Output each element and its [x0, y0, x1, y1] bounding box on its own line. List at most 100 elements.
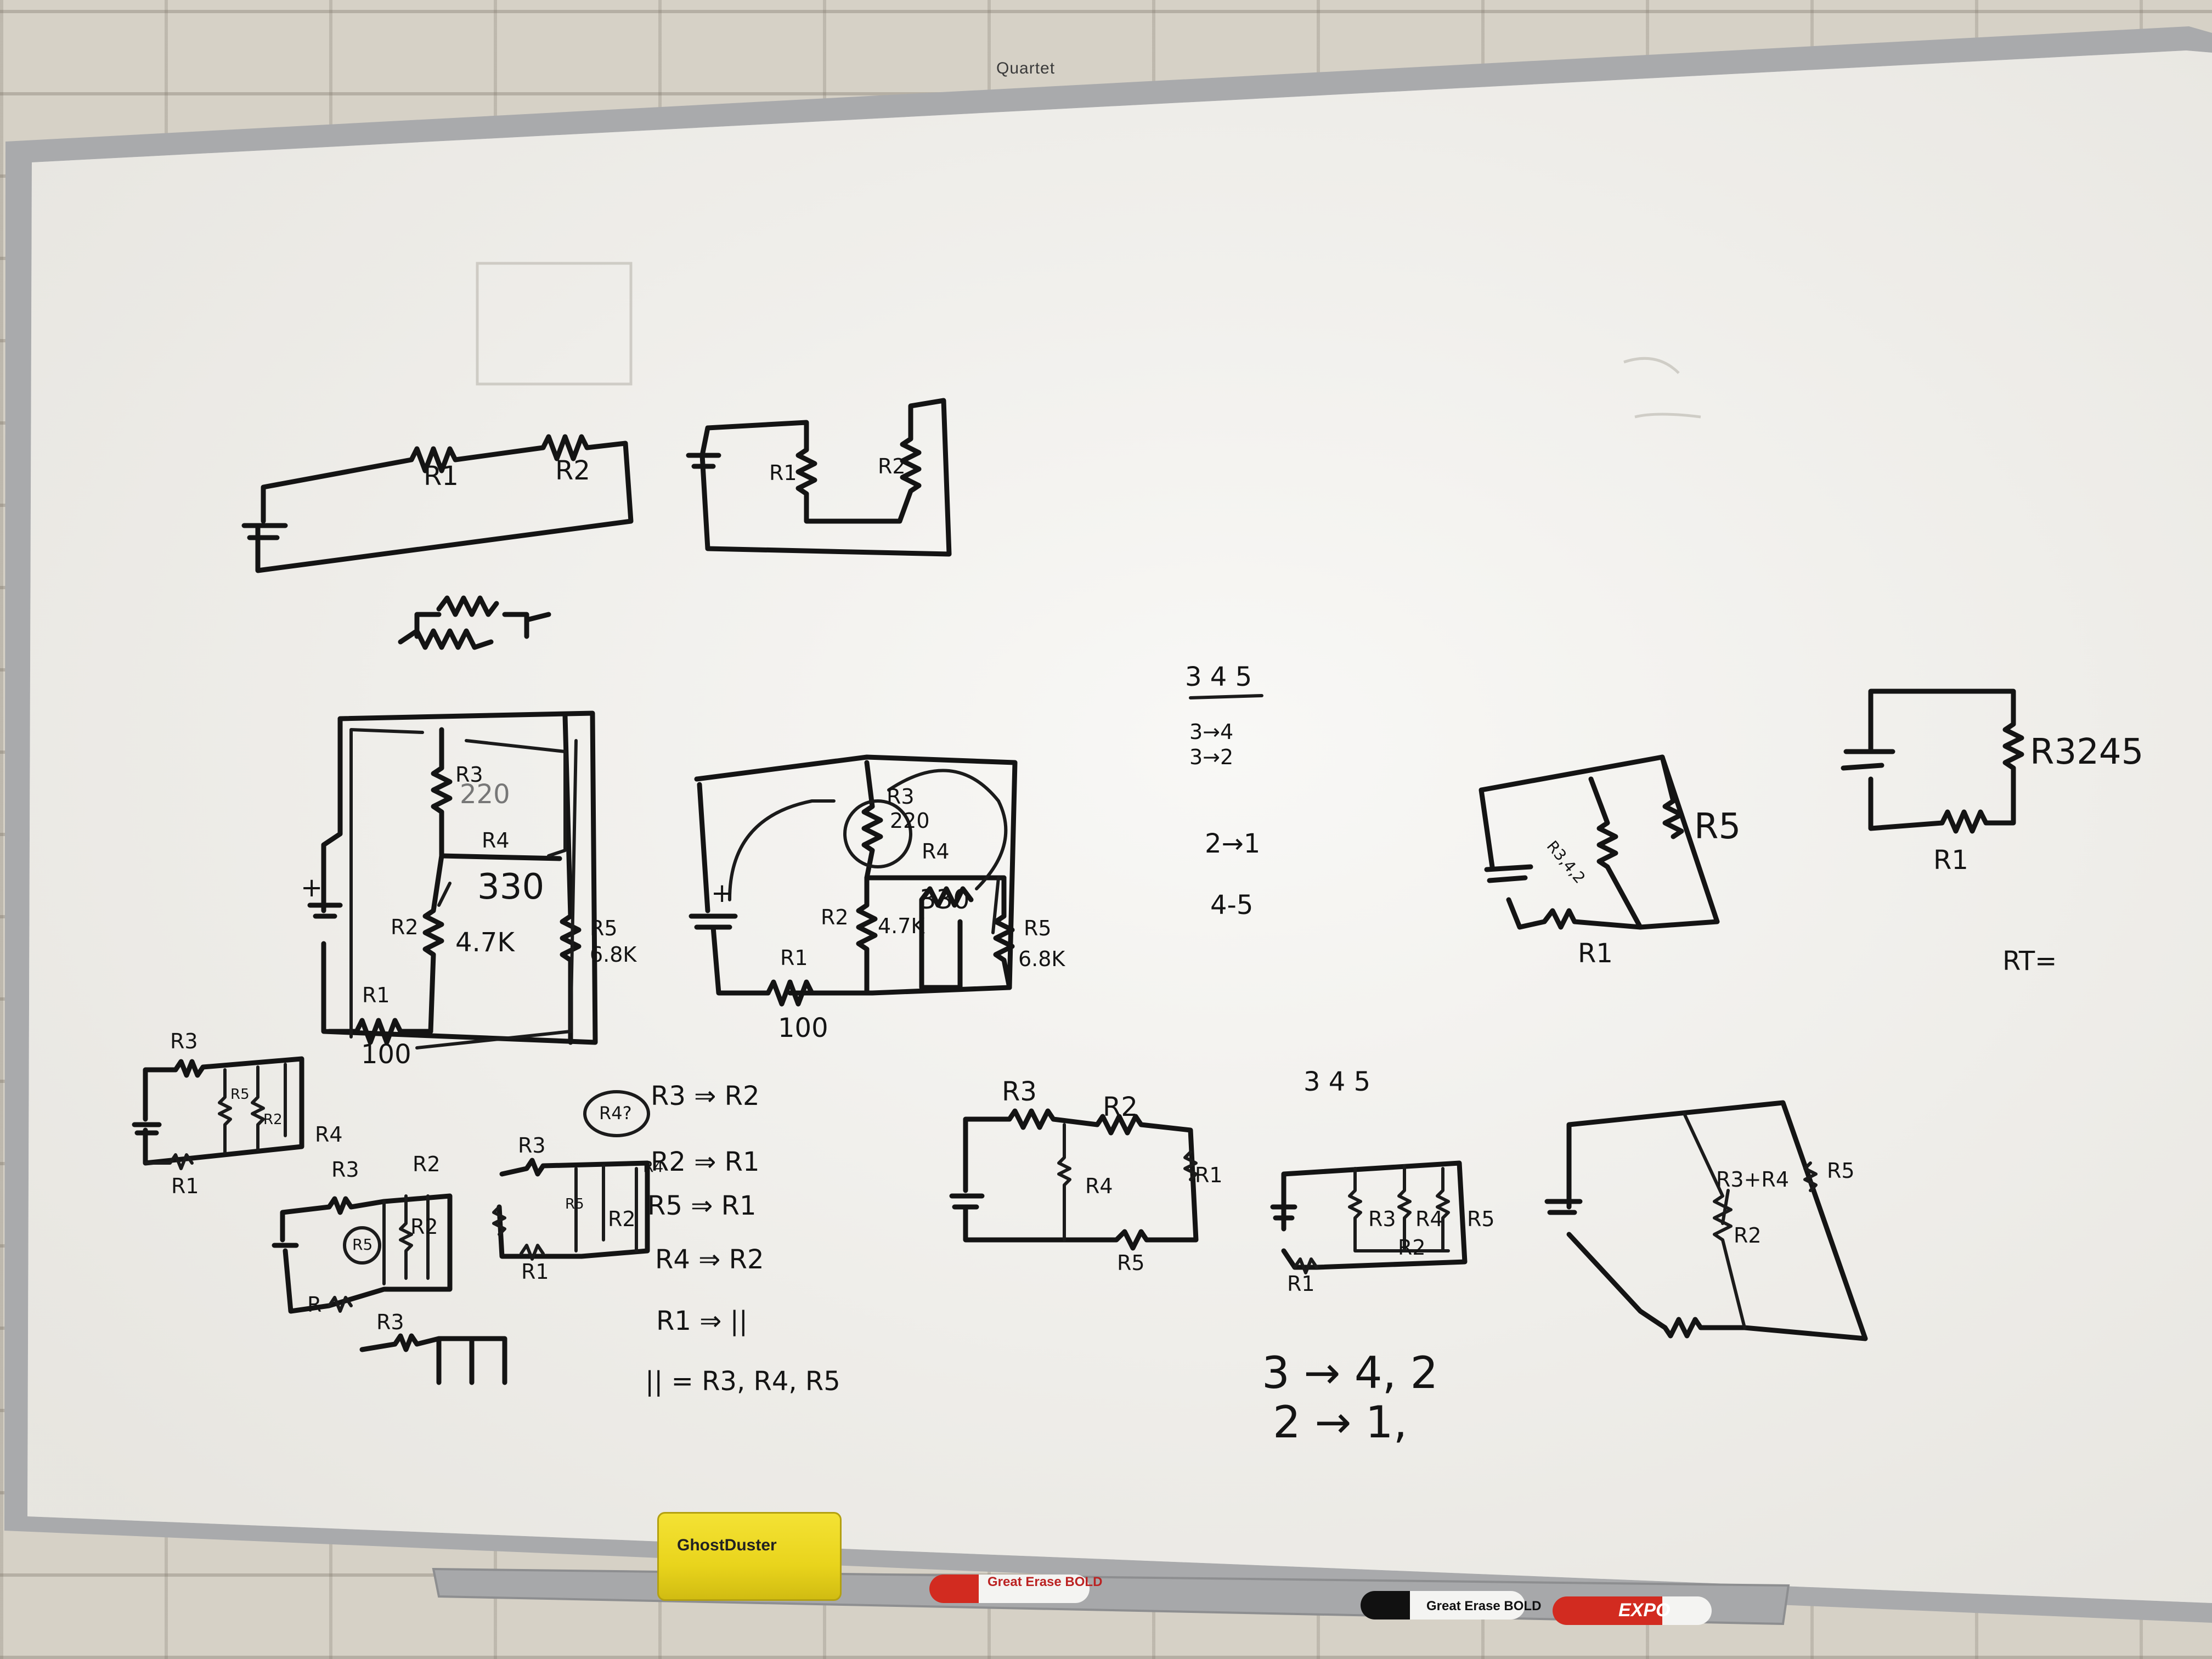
steps-line4: R4 ⇒ R2 [655, 1244, 764, 1275]
left-r3-value: 220 [460, 779, 510, 810]
series-r1-label: R1 [424, 461, 459, 492]
notes-bottom-line2: 2 → 1, [1273, 1397, 1408, 1448]
mid-r2-label: R2 [821, 905, 849, 929]
left-r5-value: 6.8K [590, 943, 637, 967]
left-r1-value: 100 [361, 1039, 411, 1070]
steps-line1: R3 ⇒ R2 [651, 1081, 760, 1111]
notes-bottom-line1: 3 → 4, 2 [1262, 1347, 1438, 1398]
main-mid-circuit [689, 754, 1018, 1007]
notes-bottom-head: 3 4 5 [1304, 1066, 1371, 1097]
left-plus-sign: + [301, 872, 323, 903]
steps-circle-text: R4? [599, 1103, 632, 1124]
notes-underline [1189, 694, 1263, 699]
mid-r5-label: R5 [1024, 916, 1052, 940]
bottommid-r5-label: R5 [1117, 1251, 1145, 1275]
smallB-r3-label: R3 [331, 1158, 359, 1182]
right-mid-circuit [1479, 754, 1720, 930]
steps-line2: R2 ⇒ R1 [651, 1147, 760, 1177]
mid-r5-value: 6.8K [1018, 947, 1065, 971]
rightfar-r1-label: R1 [1933, 845, 1968, 876]
br1-r4-label: R4 [1415, 1207, 1443, 1231]
brand-logo: Quartet [996, 59, 1056, 77]
small-circuit-d [359, 1333, 507, 1385]
small-circuit-a [132, 1056, 304, 1170]
bottom-right-circuit-2 [1544, 1100, 1868, 1341]
bottommid-r4-label: R4 [1085, 1174, 1113, 1198]
smallB-r-label: R [307, 1293, 322, 1317]
mid-plus-sign: + [711, 878, 733, 909]
series-r2-label: R2 [555, 455, 590, 486]
left-r4-label: R4 [482, 828, 510, 853]
rightfar-rt-label: RT= [2002, 946, 2057, 977]
topmid-r2-label: R2 [878, 454, 906, 478]
br1-r5-label: R5 [1467, 1207, 1495, 1231]
br2-r5-label: R5 [1827, 1159, 1855, 1183]
smallC-r4-label: R4 [643, 1158, 664, 1176]
smallB-r2b-label: R2 [410, 1215, 438, 1239]
rightmid-r1-label: R1 [1578, 938, 1613, 969]
series-circuit [241, 434, 634, 650]
left-r4-value: 330 [477, 867, 545, 907]
bottommid-r3-label: R3 [1002, 1076, 1037, 1107]
expo-marker-label: EXPO [1618, 1600, 1671, 1621]
notes-top-line2: 3→2 [1189, 745, 1234, 769]
rightmid-r5-label: R5 [1694, 806, 1741, 847]
smallA-r3-label: R3 [170, 1029, 198, 1053]
black-marker[interactable] [1361, 1591, 1525, 1620]
smallA-r1-label: R1 [171, 1174, 199, 1198]
rightfar-r3245-label: R3245 [2030, 732, 2144, 772]
smallD-r3-label: R3 [376, 1310, 404, 1334]
smallA-r5-label: R5 [230, 1086, 250, 1103]
top-mid-circuit [686, 398, 952, 557]
expo-marker[interactable] [1553, 1596, 1712, 1625]
mid-r1-label: R1 [780, 946, 808, 970]
left-r1-label: R1 [362, 983, 390, 1007]
eraser-label: GhostDuster [677, 1536, 777, 1554]
smallA-r2-label: R2 [263, 1111, 283, 1128]
left-r5-label: R5 [590, 916, 618, 940]
steps-line3: R5 ⇒ R1 [647, 1190, 757, 1221]
smallC-r5-label: R5 [565, 1196, 584, 1212]
right-far-circuit [1841, 689, 2024, 834]
br2-r2-label: R2 [1734, 1223, 1762, 1248]
br1-r2-label: R2 [1398, 1235, 1426, 1260]
small-circuit-b [272, 1193, 453, 1314]
notes-top-line3: 2→1 [1205, 828, 1261, 859]
smallB-r5-label: R5 [352, 1235, 373, 1254]
red-marker[interactable] [929, 1575, 1090, 1603]
br1-r1-label: R1 [1287, 1272, 1315, 1296]
mid-r3-value: 220 [890, 809, 930, 833]
smallC-r1-label: R1 [521, 1260, 549, 1284]
main-left-circuit [307, 710, 598, 1049]
left-r2-label: R2 [391, 915, 419, 939]
mid-r3-label: R3 [887, 785, 915, 809]
eraser[interactable] [657, 1512, 842, 1601]
notes-top-head: 3 4 5 [1185, 662, 1252, 692]
mid-r2-value: 4.7K [878, 914, 925, 938]
notes-top-line4: 4-5 [1210, 890, 1254, 921]
red-marker-label: Great Erase BOLD [988, 1575, 1103, 1589]
smallC-r2-label: R2 [608, 1207, 636, 1231]
br2-r34-label: R3+R4 [1716, 1167, 1789, 1192]
mid-r4-value: 330 [919, 884, 970, 915]
circle-mark [583, 1090, 650, 1137]
bottom-mid-circuit [949, 1108, 1199, 1251]
mid-r4-label: R4 [922, 839, 950, 864]
small-circuit-c [492, 1158, 650, 1261]
black-marker-label: Great Erase BOLD [1426, 1599, 1542, 1613]
bottommid-r2-label: R2 [1103, 1092, 1138, 1122]
bottom-right-circuit-1 [1270, 1160, 1468, 1274]
left-r3-label: R3 [455, 763, 483, 787]
mid-r1-value: 100 [778, 1013, 828, 1043]
topmid-r1-label: R1 [769, 461, 797, 485]
steps-line5: R1 ⇒ || [656, 1306, 748, 1336]
smallB-r2-label: R2 [413, 1152, 441, 1176]
left-r2-value: 4.7K [455, 927, 515, 958]
br1-r3-label: R3 [1368, 1207, 1396, 1231]
bottommid-r1-label: R1 [1195, 1163, 1223, 1187]
notes-top-line1: 3→4 [1189, 720, 1234, 744]
smallA-r4-label: R4 [315, 1122, 343, 1147]
smallC-r3-label: R3 [518, 1133, 546, 1158]
